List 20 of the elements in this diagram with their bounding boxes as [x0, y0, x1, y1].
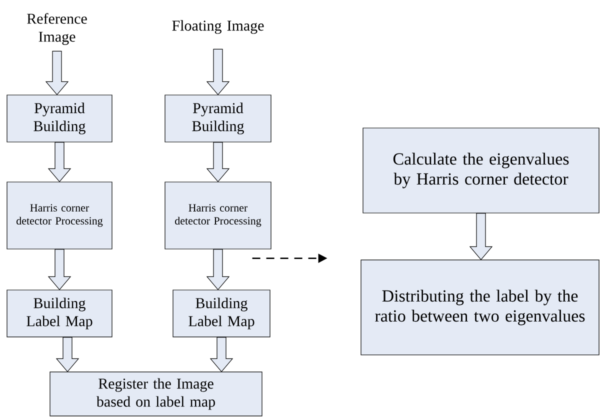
- block-arrow: [206, 142, 230, 182]
- block-arrow: [48, 248, 72, 290]
- block-arrow: [45, 50, 69, 96]
- process-box: Calculate the eigenvalues by Harris corner detector: [362, 128, 600, 214]
- input-label: Floating Image: [172, 20, 264, 34]
- process-box: Pyramid Building: [164, 94, 272, 142]
- input-label: Reference Image: [27, 13, 87, 45]
- process-box: Harris corner detector Processing: [164, 182, 272, 250]
- block-arrow: [206, 248, 230, 290]
- process-box: Building Label Map: [6, 290, 112, 338]
- process-box: Distributing the label by the ratio between two eigenvalues: [360, 260, 600, 356]
- block-arrow: [469, 212, 493, 260]
- process-box: Register the Image based on label map: [50, 372, 262, 416]
- block-arrow: [48, 142, 72, 182]
- process-box: Harris corner detector Processing: [6, 182, 112, 250]
- process-box: Pyramid Building: [6, 94, 112, 142]
- process-box: Building Label Map: [172, 290, 270, 338]
- block-arrow: [56, 336, 80, 372]
- block-arrow: [210, 336, 234, 372]
- block-arrow: [206, 48, 230, 96]
